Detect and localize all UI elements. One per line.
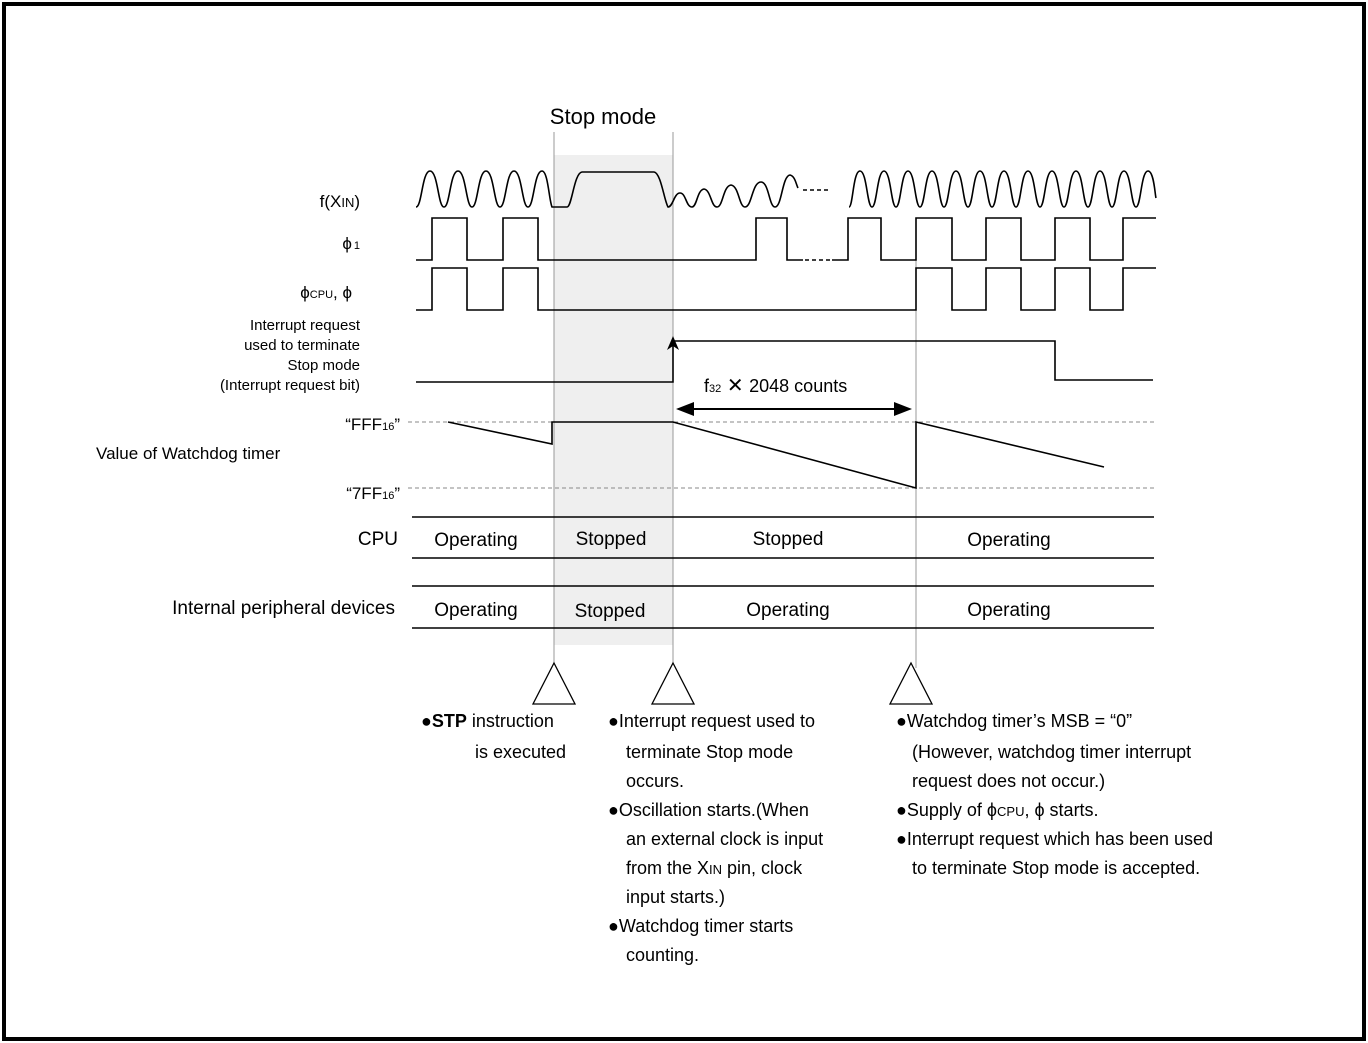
cpu-state-1: Operating xyxy=(434,530,517,551)
wdt-note-line-5: ●Interrupt request which has been used xyxy=(896,829,1213,849)
intr-note-line-4: ●Oscillation starts.(When xyxy=(608,800,809,820)
cpu-state-3: Stopped xyxy=(753,529,824,550)
intr-note-line-9: counting. xyxy=(626,945,699,965)
periph-state-1: Operating xyxy=(434,600,517,621)
periph-state-4: Operating xyxy=(967,600,1050,621)
wdt-note-line-6: to terminate Stop mode is accepted. xyxy=(912,858,1200,878)
interrupt-label-1: Interrupt request xyxy=(250,317,361,334)
interrupt-waveform xyxy=(416,340,1153,383)
periph-state-3: Operating xyxy=(746,600,829,621)
xin-waveform xyxy=(415,170,1157,208)
wdt-note-line-2: (However, watchdog timer interrupt xyxy=(912,742,1191,762)
intr-note-line-8: ●Watchdog timer starts xyxy=(608,916,793,936)
intr-note-line-5: an external clock is input xyxy=(626,829,823,849)
event-interrupt-triangle xyxy=(650,661,696,705)
stp-note-line-1: ●STP instruction xyxy=(421,711,554,731)
intr-note-line-6: from the XIN pin, clock xyxy=(626,858,803,878)
interrupt-label-4: (Interrupt request bit) xyxy=(220,377,360,394)
phi1-waveform xyxy=(416,217,1156,261)
interrupt-label-2: used to terminate xyxy=(244,337,360,354)
intr-note-line-3: occurs. xyxy=(626,771,684,791)
stp-note-line-2: is executed xyxy=(475,742,566,762)
periph-row-label: Internal peripheral devices xyxy=(172,598,395,619)
wdt-label: Value of Watchdog timer xyxy=(96,444,281,463)
wdt-note-line-3: request does not occur.) xyxy=(912,771,1105,791)
stp-keyword: STP xyxy=(432,711,467,731)
count-arrow-left-head xyxy=(676,402,694,416)
wdt-trace xyxy=(447,420,1105,490)
wdt-fff-label: “FFF16” xyxy=(345,415,400,434)
stop-mode-band xyxy=(554,155,673,645)
interrupt-label-3: Stop mode xyxy=(287,357,360,374)
xin-label: f(XIN) xyxy=(320,192,360,211)
cpu-row-label: CPU xyxy=(358,529,398,550)
wdt-7ff-label: “7FF16” xyxy=(346,484,400,503)
count-arrow-right-head xyxy=(894,402,912,416)
cpu-state-4: Operating xyxy=(967,530,1050,551)
wdt-note-line-1: ●Watchdog timer’s MSB = “0” xyxy=(896,711,1132,731)
periph-state-2: Stopped xyxy=(575,601,646,622)
cpu-state-2: Stopped xyxy=(576,529,647,550)
wdt-note-line-4: ●Supply of ϕCPU, ϕ starts. xyxy=(896,800,1099,820)
phicpu-label: ϕCPU, ϕ xyxy=(300,283,352,302)
event-stp-triangle xyxy=(531,661,577,705)
diagram-title: Stop mode xyxy=(550,104,656,129)
intr-note-line-2: terminate Stop mode xyxy=(626,742,793,762)
phicpu-waveform xyxy=(416,267,1156,311)
event-wdt-triangle xyxy=(888,661,934,705)
intr-note-line-1: ●Interrupt request used to xyxy=(608,711,815,731)
intr-note-line-7: input starts.) xyxy=(626,887,725,907)
interrupt-arrowhead xyxy=(667,336,679,350)
count-label: f32 ✕ 2048 counts xyxy=(704,375,847,397)
